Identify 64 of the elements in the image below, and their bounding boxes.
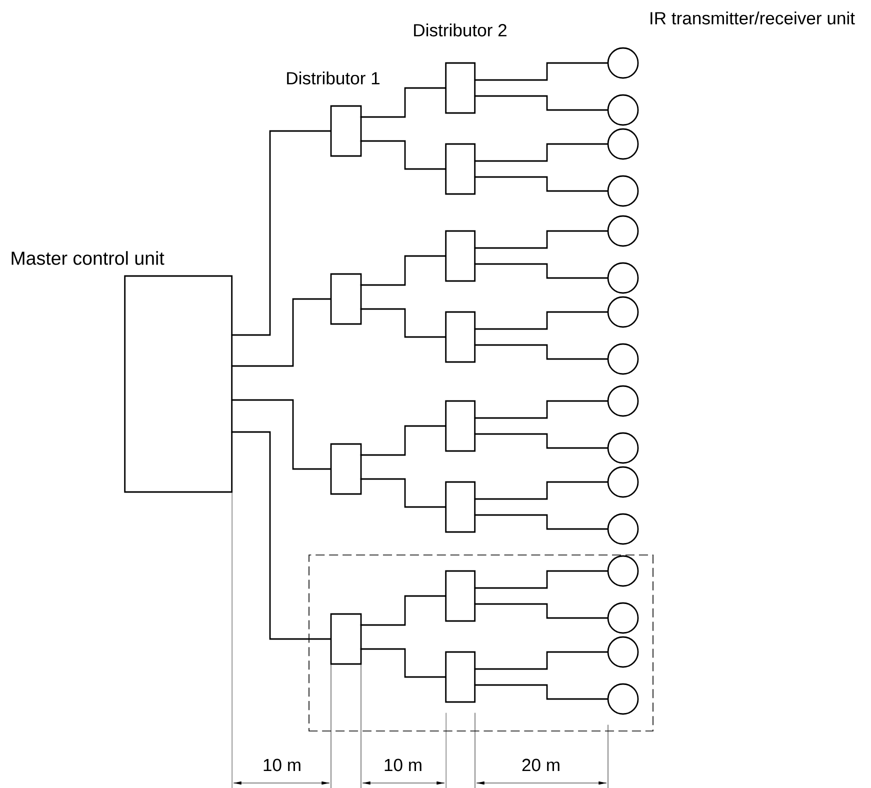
cable [231, 298, 331, 367]
transceiver-circle [607, 343, 639, 375]
cable [360, 425, 446, 456]
transceiver-circle [607, 215, 639, 247]
cable [360, 308, 446, 338]
column-label: Distributor 1 [287, 72, 380, 84]
distributor-box [445, 311, 476, 363]
cable [474, 400, 608, 419]
distributor-box [445, 481, 476, 533]
distributor-box [445, 230, 476, 282]
transceiver-circle [607, 683, 639, 715]
transceiver-circle [607, 555, 639, 587]
dimension-label: 20 m [522, 758, 560, 772]
cable [474, 230, 608, 249]
cable [360, 140, 446, 170]
cable [474, 603, 608, 619]
transceiver-circle [607, 385, 639, 417]
cable [474, 176, 608, 192]
cable [360, 87, 446, 118]
transceiver-circle [607, 175, 639, 207]
transceiver-circle [607, 513, 639, 545]
cable [360, 255, 446, 286]
transceiver-circle [607, 636, 639, 668]
cable [474, 95, 608, 111]
transceiver-circle [607, 47, 639, 79]
cable [474, 481, 608, 500]
distributor-box [330, 443, 362, 495]
transceiver-circle [607, 602, 639, 634]
cable [474, 263, 608, 279]
cable [360, 648, 446, 678]
dimension-label: 10 m [384, 758, 422, 772]
distributor-box [445, 143, 476, 195]
cable [474, 651, 608, 670]
cable [474, 684, 608, 700]
cable [231, 399, 331, 470]
dimension-label: 10 m [264, 758, 300, 772]
cable [360, 478, 446, 508]
cable [474, 570, 608, 589]
distributor-box [445, 570, 476, 622]
group-outline [308, 554, 654, 732]
unit-heading: Master control unit [12, 251, 164, 265]
cable [474, 514, 608, 530]
cable [360, 595, 446, 626]
transceiver-circle [607, 432, 639, 464]
distributor-box [330, 273, 362, 325]
transceiver-circle [607, 296, 639, 328]
distributor-box [330, 613, 362, 665]
cable [474, 62, 608, 81]
transceiver-circle [607, 94, 639, 126]
distributor-box [445, 62, 476, 114]
cable [231, 431, 331, 640]
cable [474, 344, 608, 360]
distributor-box [330, 105, 362, 157]
column-label: IR transmitter/receiver unit [650, 12, 855, 24]
distributor-box [445, 651, 476, 703]
transceiver-circle [607, 262, 639, 294]
cable [474, 143, 608, 162]
cable [231, 130, 331, 336]
distributor-box [445, 400, 476, 452]
cable [474, 311, 608, 330]
transceiver-circle [607, 466, 639, 498]
transceiver-circle [607, 128, 639, 160]
cable [474, 433, 608, 449]
column-label: Distributor 2 [414, 24, 506, 36]
